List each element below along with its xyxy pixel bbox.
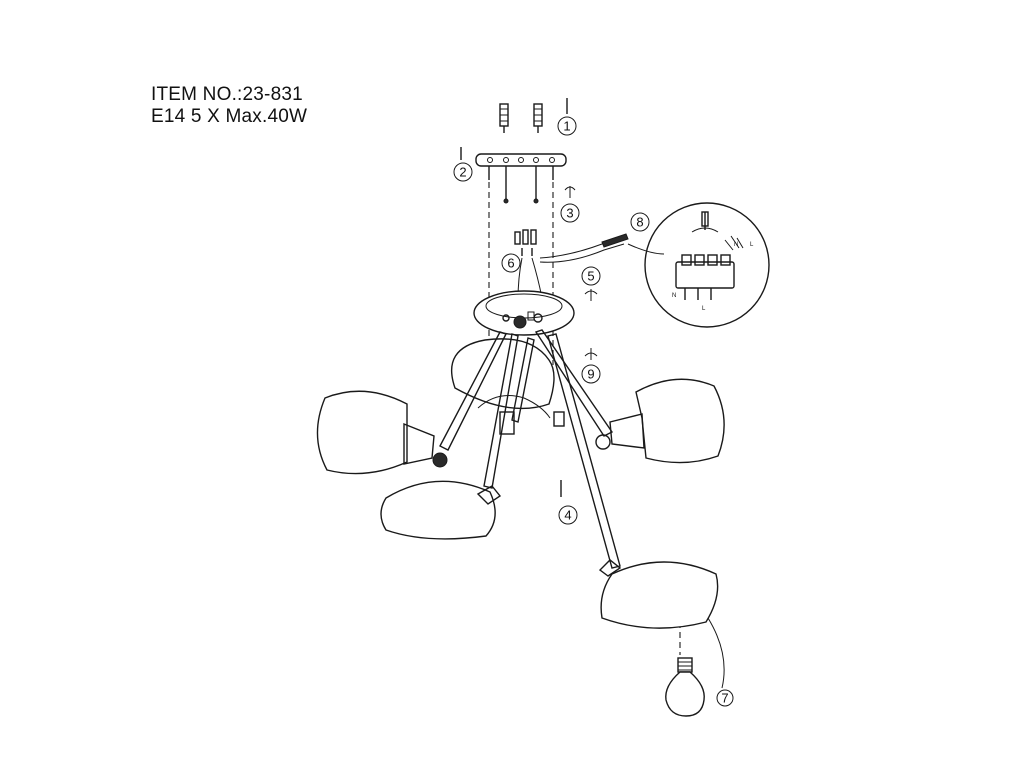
svg-text:8: 8 (636, 215, 643, 230)
shade-bottom-left (380, 480, 502, 540)
svg-text:6: 6 (507, 256, 514, 271)
shade-back (450, 338, 555, 410)
bulb-spec-label: E14 5 X Max.40W (151, 106, 308, 127)
lamp-arms (439, 329, 621, 569)
callout-9: 9 (581, 364, 601, 384)
svg-text:3: 3 (566, 206, 573, 221)
svg-text:5: 5 (587, 269, 594, 284)
wall-plug-screws (499, 103, 543, 133)
shade-right (595, 378, 725, 464)
ceiling-canopy (473, 290, 575, 336)
callout-2: 2 (453, 162, 473, 182)
svg-text:1: 1 (563, 119, 570, 134)
callout-4: 4 (558, 505, 578, 525)
callout-3: 3 (560, 203, 580, 223)
shade-left (316, 390, 448, 475)
shade-bottom-right (598, 559, 719, 629)
callout-6: 6 (501, 253, 521, 273)
light-bulb-icon (665, 657, 705, 717)
terminal-block-detail: N L N L (644, 202, 770, 328)
svg-text:9: 9 (587, 367, 594, 382)
svg-text:2: 2 (459, 165, 466, 180)
callout-7: 7 (716, 689, 734, 707)
mounting-bracket (475, 153, 567, 204)
callout-1: 1 (557, 116, 577, 136)
callout-8: 8 (630, 212, 650, 232)
wire-connectors (514, 229, 543, 301)
terminal-label-l2: L (750, 242, 754, 248)
terminal-label-n2: N (734, 242, 738, 248)
terminal-label-l1: L (702, 306, 706, 312)
svg-text:7: 7 (721, 691, 728, 706)
item-number-label: ITEM NO.:23-831 (151, 84, 303, 105)
callout-5: 5 (581, 266, 601, 286)
svg-text:4: 4 (564, 508, 571, 523)
terminal-label-n1: N (672, 293, 676, 299)
